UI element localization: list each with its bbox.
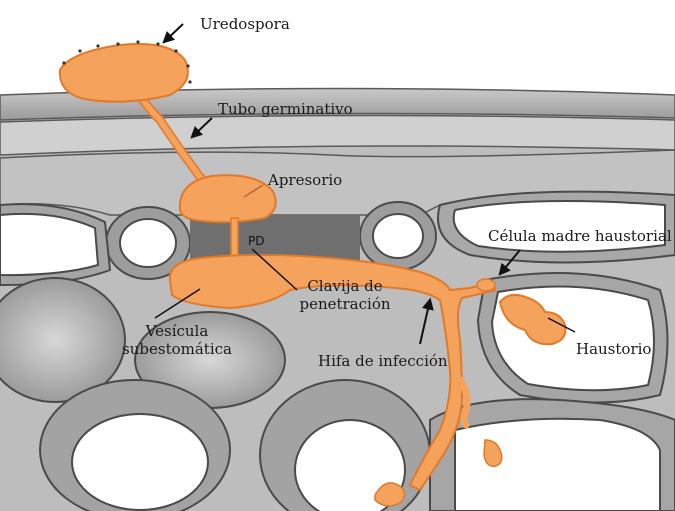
- label-celula-madre-haustorial: Célula madre haustorial: [488, 227, 672, 245]
- label-vesicula-line1: Vesícula: [112, 322, 242, 340]
- uredospore-shape: [60, 44, 188, 102]
- label-uredospora: Uredospora: [200, 15, 290, 33]
- label-clavija-de-penetracion: Clavija de penetración: [290, 277, 400, 313]
- label-tubo-germinativo: Tubo germinativo: [218, 100, 353, 118]
- label-stoma-mark: PD: [248, 232, 264, 250]
- label-hifa-de-infeccion: Hifa de infección: [318, 352, 448, 370]
- arrow-uredospora: [164, 24, 183, 42]
- label-apresorio: Apresorio: [268, 171, 342, 189]
- label-clavija-line2: penetración: [290, 295, 400, 313]
- label-haustorio: Haustorio: [576, 340, 651, 358]
- label-vesicula-subestomatica: Vesícula subestomática: [112, 322, 242, 358]
- label-clavija-line1: Clavija de: [290, 277, 400, 295]
- label-vesicula-line2: subestomática: [112, 340, 242, 358]
